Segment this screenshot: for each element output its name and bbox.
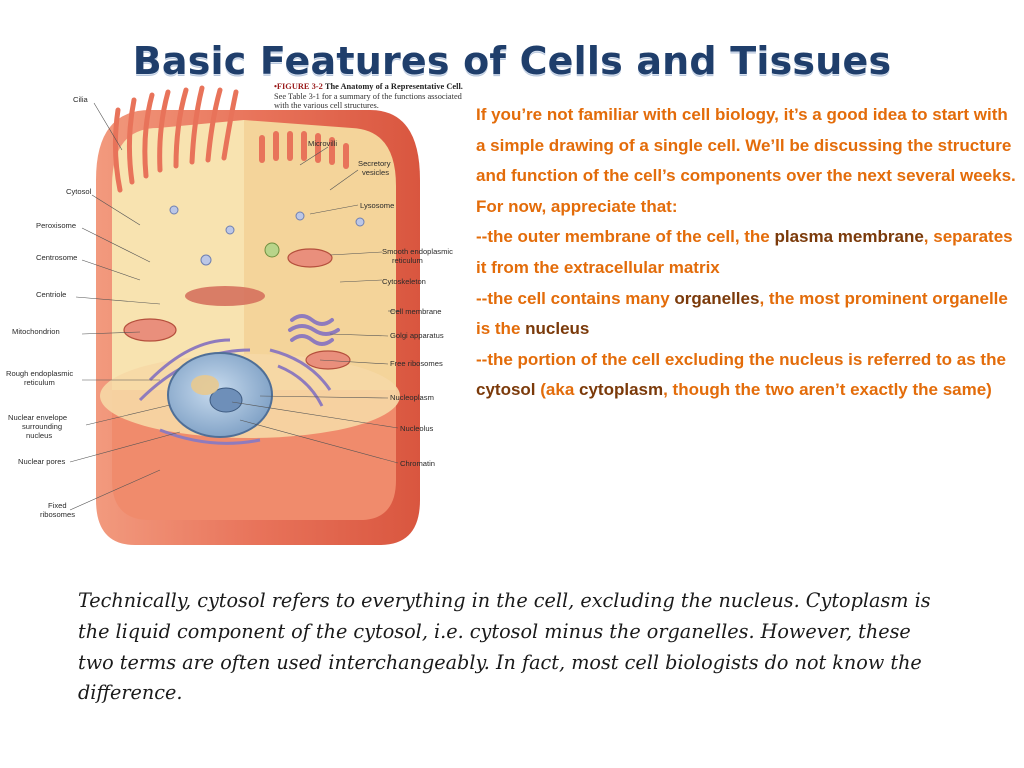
- leader-lines: [69, 102, 400, 511]
- label-nuclear-envelope-line1: Nuclear envelope: [8, 413, 67, 422]
- microvilli: [259, 131, 349, 169]
- label-nucleoplasm: Nucleoplasm: [390, 393, 434, 402]
- label-nuclear-pores: Nuclear pores: [18, 457, 65, 466]
- explanation-point-plasma-membrane: --the outer membrane of the cell, the pl…: [476, 222, 1016, 283]
- label-nuclear-envelope-line3: nucleus: [26, 431, 52, 440]
- label-cilia: Cilia: [73, 95, 89, 104]
- figure-caption-text: See Table 3-1 for a summary of the funct…: [274, 91, 462, 111]
- label-mitochondrion: Mitochondrion: [12, 327, 60, 336]
- label-secretory-line2: vesicles: [362, 168, 389, 177]
- label-free-ribosomes: Free ribosomes: [390, 359, 443, 368]
- label-rough-er-line1: Rough endoplasmic: [6, 369, 73, 378]
- point-text: , the most prominent organelle is the: [476, 288, 1008, 339]
- explanation-intro: If you’re not familiar with cell biology…: [476, 105, 1016, 216]
- term-cytoplasm: cytoplasm: [579, 380, 664, 400]
- label-nuclear-envelope-line2: surrounding: [22, 422, 62, 431]
- point-text: --the portion of the cell excluding the …: [476, 349, 1006, 369]
- label-chromatin: Chromatin: [400, 459, 435, 468]
- term-organelles: organelles: [674, 288, 760, 308]
- label-nucleolus: Nucleolus: [400, 424, 434, 433]
- term-plasma-membrane: plasma membrane: [774, 227, 924, 247]
- point-text: (aka: [535, 380, 580, 400]
- label-cytosol: Cytosol: [66, 187, 92, 196]
- term-nucleus: nucleus: [525, 319, 590, 339]
- explanation-point-cytosol: --the portion of the cell excluding the …: [476, 345, 1016, 406]
- label-lysosome: Lysosome: [360, 201, 394, 210]
- figure-labels: Cilia Cytosol Peroxisome Centrosome Cent…: [6, 95, 453, 519]
- point-text: --the outer membrane of the cell, the: [476, 227, 775, 247]
- label-centriole: Centriole: [36, 290, 66, 299]
- point-text: --the cell contains many: [476, 288, 675, 308]
- explanation-text: If you’re not familiar with cell biology…: [476, 100, 1016, 406]
- organelles: [123, 205, 365, 445]
- label-peroxisome: Peroxisome: [36, 221, 76, 230]
- figure-title: The Anatomy of a Representative Cell.: [324, 82, 463, 91]
- label-cytoskeleton: Cytoskeleton: [382, 277, 426, 286]
- footnote-text: Technically, cytosol refers to everythin…: [78, 589, 931, 705]
- explanation-point-organelles: --the cell contains many organelles, the…: [476, 284, 1016, 345]
- cell-anatomy-figure: Cilia Cytosol Peroxisome Centrosome Cent…: [6, 85, 453, 545]
- point-text: , separates it from the extracellular ma…: [476, 227, 1013, 277]
- label-smooth-er-line1: Smooth endoplasmic: [382, 247, 453, 256]
- label-secretory-line1: Secretory: [358, 159, 391, 168]
- label-cell-membrane: Cell membrane: [390, 307, 442, 316]
- term-cytosol: cytosol: [476, 380, 536, 400]
- label-fixed-ribosomes-line1: Fixed: [48, 501, 67, 510]
- label-golgi: Golgi apparatus: [390, 331, 444, 340]
- figure-number: •FIGURE 3-2: [274, 82, 323, 91]
- point-text: , though the two aren’t exactly the same…: [663, 380, 992, 400]
- label-rough-er-line2: reticulum: [24, 378, 55, 387]
- label-microvilli: Microvilli: [308, 139, 337, 148]
- figure-caption: •FIGURE 3-2 The Anatomy of a Representat…: [274, 82, 470, 111]
- label-smooth-er-line2: reticulum: [392, 256, 423, 265]
- label-centrosome: Centrosome: [36, 253, 77, 262]
- slide-title: Basic Features of Cells and Tissues: [132, 39, 892, 84]
- cilia: [112, 85, 239, 193]
- label-fixed-ribosomes-line2: ribosomes: [40, 510, 75, 519]
